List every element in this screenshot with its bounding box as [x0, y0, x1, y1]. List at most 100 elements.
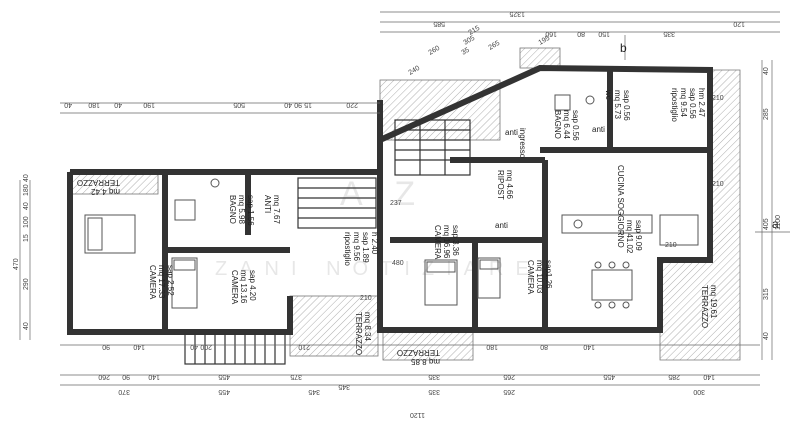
svg-text:40: 40 — [23, 202, 30, 210]
svg-text:455: 455 — [218, 373, 230, 380]
svg-text:CUCINA SOGGIORNO: CUCINA SOGGIORNO — [616, 165, 625, 248]
room-terrazzo-3: TERRAZZO mq 8.85 — [397, 348, 440, 366]
svg-text:mq 7.67: mq 7.67 — [272, 195, 281, 224]
svg-text:40: 40 — [114, 101, 122, 108]
svg-text:160: 160 — [545, 30, 557, 37]
room-camera-1: CAMERA mq 17.33 sap 2.52 — [148, 265, 175, 300]
svg-text:80: 80 — [540, 343, 548, 350]
label-237: 237 — [390, 200, 402, 207]
svg-text:mq 17.33: mq 17.33 — [157, 265, 166, 299]
svg-text:215: 215 — [468, 25, 482, 37]
svg-text:335: 335 — [428, 388, 440, 395]
svg-text:sap 4.20: sap 4.20 — [248, 270, 257, 301]
svg-text:180: 180 — [486, 343, 498, 350]
svg-text:140: 140 — [703, 373, 715, 380]
svg-text:40: 40 — [190, 343, 198, 350]
svg-text:ripostiglio: ripostiglio — [670, 88, 679, 122]
svg-text:sap 1.89: sap 1.89 — [361, 232, 370, 263]
bed-icon — [477, 257, 501, 299]
section-marker-a: a — [772, 217, 779, 231]
svg-text:290: 290 — [23, 278, 30, 290]
svg-text:sap 2.52: sap 2.52 — [166, 265, 175, 296]
svg-text:BAGNO: BAGNO — [553, 110, 562, 139]
svg-text:mq 41.02: mq 41.02 — [625, 220, 634, 254]
label-anti: anti — [592, 125, 605, 134]
svg-text:265: 265 — [503, 388, 515, 395]
svg-text:mq 9.54: mq 9.54 — [679, 88, 688, 117]
svg-text:sap 3.36: sap 3.36 — [451, 225, 460, 256]
dims-right: 1100 285 405 315 40 40 — [763, 67, 782, 340]
room-terrazzo-4: TERRAZZO mq 19.61 — [700, 285, 718, 328]
svg-text:sap 0.56: sap 0.56 — [622, 90, 631, 121]
svg-text:mq 5.98: mq 5.98 — [237, 195, 246, 224]
section-marker-b: b — [620, 41, 627, 55]
svg-text:180: 180 — [23, 184, 30, 196]
svg-text:CAMERA: CAMERA — [433, 225, 442, 260]
room-anti-1: ANTI mq 7.67 — [263, 195, 281, 224]
svg-text:100: 100 — [23, 216, 30, 228]
svg-text:40: 40 — [284, 101, 292, 108]
svg-text:hm 2.47: hm 2.47 — [697, 88, 706, 117]
svg-text:285: 285 — [763, 108, 770, 120]
label-anti: anti — [505, 128, 518, 137]
svg-text:mq 9.56: mq 9.56 — [352, 232, 361, 261]
svg-text:190: 190 — [143, 101, 155, 108]
svg-text:345: 345 — [338, 383, 350, 390]
svg-text:BAGNO: BAGNO — [228, 195, 237, 224]
svg-text:TERRAZZO: TERRAZZO — [354, 312, 363, 355]
room-wc: wc mq 5.73 sap 0.56 — [604, 89, 631, 121]
svg-text:300: 300 — [693, 388, 705, 395]
svg-text:CAMERA: CAMERA — [230, 270, 239, 305]
svg-text:370: 370 — [118, 388, 130, 395]
dining-table-icon — [591, 261, 633, 309]
svg-text:210: 210 — [298, 343, 310, 350]
svg-text:40: 40 — [763, 332, 770, 340]
svg-text:CAMERA: CAMERA — [148, 265, 157, 300]
svg-text:sap 0.56: sap 0.56 — [688, 88, 697, 119]
svg-text:mq 13.16: mq 13.16 — [239, 270, 248, 304]
svg-text:305: 305 — [463, 35, 477, 47]
svg-text:200: 200 — [200, 343, 212, 350]
svg-text:h 2.40: h 2.40 — [370, 232, 379, 255]
room-terrazzo-2: TERRAZZO mq 8.34 — [354, 312, 372, 355]
svg-text:140: 140 — [583, 343, 595, 350]
svg-text:TERRAZZO: TERRAZZO — [397, 348, 440, 357]
svg-text:120: 120 — [733, 20, 745, 27]
label-210: 210 — [712, 181, 724, 188]
staircase-center — [394, 119, 471, 176]
svg-text:mq 6.44: mq 6.44 — [562, 110, 571, 139]
bathroom-fixtures-icon — [174, 94, 595, 221]
svg-text:sap1.26: sap1.26 — [544, 260, 553, 289]
svg-text:40: 40 — [64, 101, 72, 108]
dims-upper: 40 180 40 190 505 40 90 15 220 — [64, 101, 358, 108]
svg-text:wc: wc — [604, 89, 613, 100]
bed-icon — [84, 214, 136, 254]
svg-text:mq 4.66: mq 4.66 — [505, 170, 514, 199]
room-camera-2: CAMERA mq 13.16 sap 4.20 — [230, 270, 257, 305]
dims-bottom-row-3: 370 1120 455 345 335 265 — [118, 388, 515, 418]
label-210: 210 — [712, 95, 724, 102]
svg-text:sap 9.09: sap 9.09 — [634, 220, 643, 251]
bed-icon — [171, 257, 198, 309]
svg-text:mq 8.34: mq 8.34 — [363, 312, 372, 341]
svg-text:40: 40 — [23, 174, 30, 182]
dims-top: 1325 585 260 265 305 240 35 160 80 120 1… — [408, 10, 746, 77]
terrace-bottom-strip — [382, 331, 474, 361]
svg-text:35: 35 — [461, 47, 471, 57]
svg-text:1120: 1120 — [410, 411, 425, 418]
entrance-steps — [184, 333, 286, 365]
svg-text:505: 505 — [233, 101, 245, 108]
svg-text:ripostiglio: ripostiglio — [343, 232, 352, 266]
room-cucina-soggiorno: CUCINA SOGGIORNO mq 41.02 sap 9.09 — [616, 165, 643, 254]
svg-text:1100: 1100 — [775, 215, 782, 230]
wall-left-wing — [67, 172, 293, 335]
svg-text:315: 315 — [763, 288, 770, 300]
label-480: 480 — [392, 260, 404, 267]
svg-text:CAMERA: CAMERA — [526, 260, 535, 295]
room-bagno-2: BAGNO mq 6.44 sap 0.56 — [553, 110, 580, 141]
svg-text:240: 240 — [408, 65, 422, 77]
svg-text:15: 15 — [23, 234, 30, 242]
svg-text:mq 5.73: mq 5.73 — [613, 90, 622, 119]
svg-text:40: 40 — [763, 67, 770, 75]
